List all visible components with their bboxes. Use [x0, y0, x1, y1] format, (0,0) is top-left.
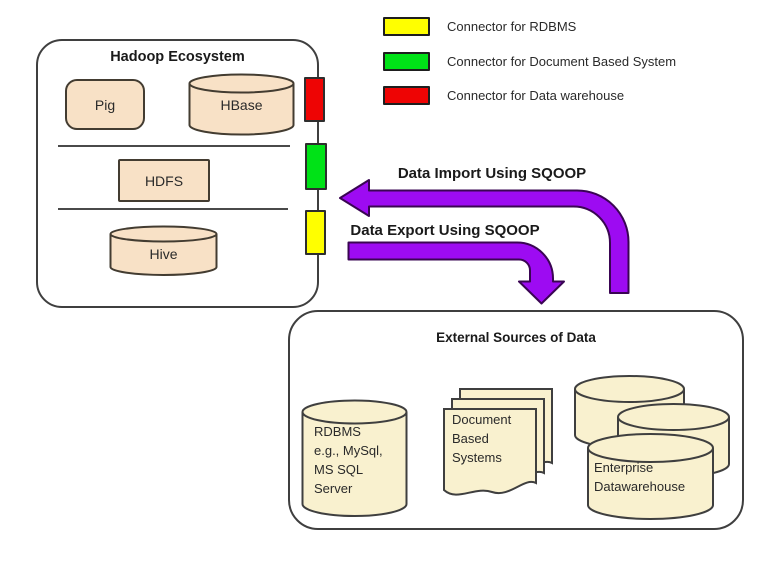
rdbms-connector-swatch — [383, 17, 430, 36]
data-warehouse-connector-swatch — [383, 86, 430, 105]
documents-label: Document Based Systems — [452, 412, 512, 465]
hadoop-divider-top — [58, 145, 290, 147]
legend-item-data-warehouse: Connector for Data warehouse — [383, 86, 624, 105]
document-system-connector — [305, 143, 327, 190]
data-export-label: Data Export Using SQOOP — [350, 222, 540, 239]
rdbms-cylinder — [301, 399, 408, 517]
legend-label: Connector for Document Based System — [447, 54, 677, 69]
hadoop-box-title: Hadoop Ecosystem — [110, 49, 245, 65]
hadoop-ecosystem-box: Hadoop Ecosystem Pig HBase HDFS Hive — [36, 39, 319, 308]
pig-label: Pig — [94, 96, 116, 113]
hbase-label: HBase — [220, 97, 263, 113]
rdbms-connector — [305, 210, 326, 255]
hbase-cylinder — [188, 73, 295, 136]
data-warehouse-connector — [304, 77, 325, 122]
legend-item-document-system: Connector for Document Based System — [383, 52, 676, 71]
rdbms-label: RDBMS e.g., MySql, MS SQL Server — [314, 424, 383, 496]
hive-cylinder — [109, 225, 218, 276]
legend-label: Connector for Data warehouse — [447, 88, 625, 103]
external-sources-box: External Sources of Data RDBMS e.g., MyS… — [288, 310, 744, 530]
hadoop-divider-bottom — [58, 208, 288, 210]
pig-node: Pig — [65, 79, 145, 130]
hdfs-label: HDFS — [144, 172, 184, 189]
legend-item-rdbms: Connector for RDBMS — [383, 17, 576, 36]
legend-label: Connector for RDBMS — [447, 19, 577, 34]
warehouse-cylinder-front — [587, 433, 714, 520]
hdfs-node: HDFS — [118, 159, 210, 202]
hive-label: Hive — [149, 246, 178, 262]
document-page-front — [443, 408, 537, 496]
warehouse-label: Enterprise Datawarehouse — [594, 460, 686, 494]
warehouse-cylinders — [574, 375, 730, 520]
data-import-label: Data Import Using SQOOP — [397, 165, 587, 182]
document-stack — [443, 388, 553, 496]
document-system-connector-swatch — [383, 52, 430, 71]
data-export-arrow — [347, 241, 565, 305]
external-box-title: External Sources of Data — [436, 330, 596, 345]
